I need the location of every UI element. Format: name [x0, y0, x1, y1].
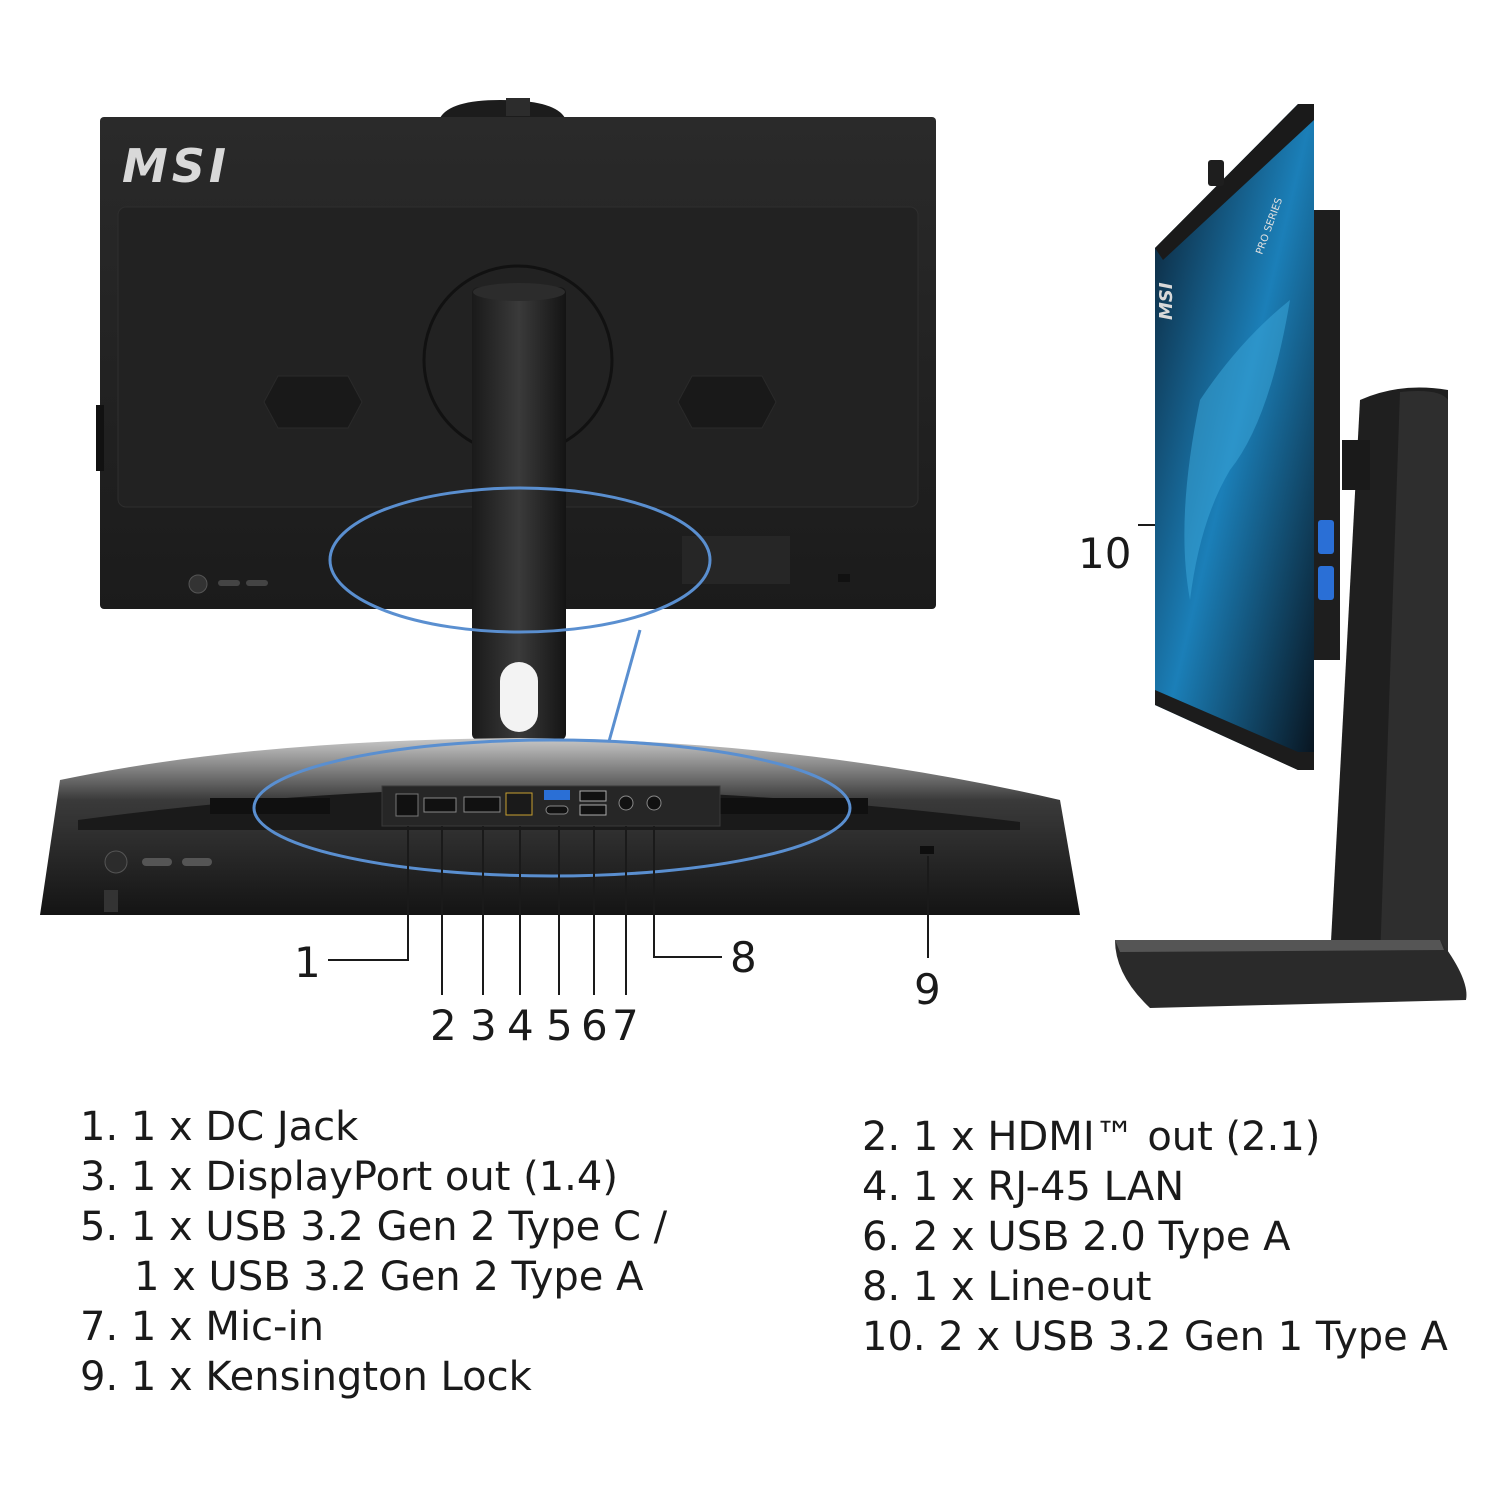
spec-line-out: 8. 1 x Line-out [862, 1264, 1152, 1310]
callout-2: 2 [430, 1001, 457, 1050]
product-illustration: MSI [40, 98, 1467, 1050]
callout-4: 4 [507, 1001, 534, 1050]
power-button [188, 574, 208, 594]
side-usb-port-2 [1318, 566, 1334, 600]
specs-list-right: 2. 1 x HDMI™ out (2.1) 4. 1 x RJ-45 LAN … [862, 1112, 1448, 1362]
spec-usb-type-c: 5. 1 x USB 3.2 Gen 2 Type C / [80, 1204, 668, 1250]
spec-usb-type-a-gen2: 1 x USB 3.2 Gen 2 Type A [134, 1254, 644, 1300]
spec-dc-jack: 1. 1 x DC Jack [80, 1104, 359, 1150]
side-view-monitor: MSI PRO SERIES [1115, 104, 1467, 1008]
side-stand-base [1115, 940, 1467, 1008]
spec-usb-gen1: 10. 2 x USB 3.2 Gen 1 Type A [862, 1314, 1448, 1360]
speaker-grille-left [263, 375, 363, 429]
io-highlight-ellipse [252, 738, 852, 878]
port-zoom-ellipse [328, 486, 712, 634]
usb-20-port-a [579, 790, 607, 802]
specs-list-left: 1. 1 x DC Jack 3. 1 x DisplayPort out (1… [80, 1102, 667, 1402]
stand-column [472, 287, 566, 740]
spec-displayport: 3. 1 x DisplayPort out (1.4) [80, 1154, 618, 1200]
speaker-grille-right [677, 375, 777, 429]
usb-c-port [545, 805, 569, 815]
callout-7: 7 [612, 1001, 639, 1050]
callout-1: 1 [294, 938, 321, 987]
displayport-port [463, 796, 501, 813]
side-usb-port-1 [1318, 520, 1334, 554]
callout-6: 6 [581, 1001, 608, 1050]
spec-mic-in: 7. 1 x Mic-in [80, 1304, 324, 1350]
rj45-port [505, 792, 533, 816]
spec-hdmi: 2. 1 x HDMI™ out (2.1) [862, 1114, 1321, 1160]
hdmi-port [423, 797, 457, 813]
rear-monitor: MSI [96, 98, 936, 746]
callout-8: 8 [730, 933, 757, 982]
dc-jack-port [395, 793, 419, 817]
usb-a-gen2-port [544, 790, 570, 800]
callout-numbers: 1 2 3 4 5 6 7 8 9 10 [294, 529, 1131, 1050]
usb-20-port-b [579, 804, 607, 816]
callout-10: 10 [1078, 529, 1131, 578]
callout-9: 9 [914, 965, 941, 1014]
msi-logo: MSI [122, 139, 230, 193]
side-msi-logo: MSI [1156, 282, 1177, 320]
callout-5: 5 [546, 1001, 573, 1050]
spec-rj45: 4. 1 x RJ-45 LAN [862, 1164, 1185, 1210]
spec-kensington-lock: 9. 1 x Kensington Lock [80, 1354, 532, 1400]
mic-in-port [618, 795, 634, 811]
callout-3: 3 [470, 1001, 497, 1050]
line-out-port [646, 795, 662, 811]
spec-usb20: 6. 2 x USB 2.0 Type A [862, 1214, 1291, 1260]
